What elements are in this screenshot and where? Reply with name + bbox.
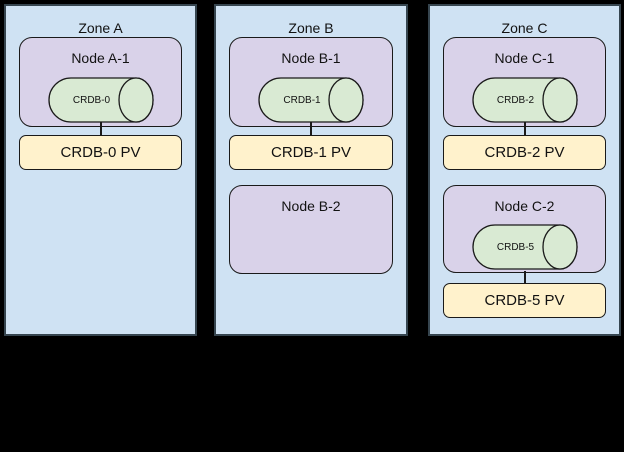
node-a-1: Node A-1 CRDB-0 <box>19 37 182 127</box>
crdb-5-pv-label: CRDB-5 PV <box>484 292 565 309</box>
crdb-2-pv-label: CRDB-2 PV <box>484 144 565 161</box>
crdb-0-pv-label: CRDB-0 PV <box>60 144 141 161</box>
node-b-1-label: Node B-1 <box>281 50 341 66</box>
database-cylinder-icon <box>47 77 154 123</box>
crdb-5-label: CRDB-5 <box>496 241 535 253</box>
crdb-0-pv: CRDB-0 PV <box>19 135 182 170</box>
crdb-5-pod: CRDB-5 <box>471 224 578 270</box>
crdb-1-pv-label: CRDB-1 PV <box>270 144 352 161</box>
connector-line <box>523 122 526 135</box>
zone-a-label: Zone A <box>78 20 123 36</box>
node-c-1-label: Node C-1 <box>494 50 555 66</box>
connector-line <box>523 271 526 283</box>
node-c-1: Node C-1 CRDB-2 <box>443 37 606 127</box>
crdb-1-pv: CRDB-1 PV <box>229 135 393 170</box>
zone-b-label: Zone B <box>288 20 334 36</box>
crdb-2-label: CRDB-2 <box>496 94 535 106</box>
database-cylinder-icon <box>471 224 578 270</box>
node-c-2: Node C-2 CRDB-5 <box>443 185 606 273</box>
node-b-2-label: Node B-2 <box>281 198 341 214</box>
zone-c: Zone C Node C-1 CRDB-2 CRDB-2 PV Node C-… <box>428 4 621 336</box>
crdb-0-pod: CRDB-0 <box>47 77 154 123</box>
node-a-1-label: Node A-1 <box>71 50 130 66</box>
crdb-5-pv: CRDB-5 PV <box>443 283 606 318</box>
zone-a: Zone A Node A-1 CRDB-0 CRDB-0 PV <box>4 4 197 336</box>
zone-b: Zone B Node B-1 CRDB-1 CRDB-1 PV Node B-… <box>214 4 408 336</box>
node-c-2-label: Node C-2 <box>494 198 555 214</box>
zone-c-label: Zone C <box>501 20 548 36</box>
connector-line <box>99 122 102 135</box>
crdb-1-pod: CRDB-1 <box>258 77 364 123</box>
crdb-2-pod: CRDB-2 <box>471 77 578 123</box>
crdb-2-pv: CRDB-2 PV <box>443 135 606 170</box>
crdb-1-label: CRDB-1 <box>283 94 321 106</box>
connector-line <box>310 122 312 135</box>
node-b-1: Node B-1 CRDB-1 <box>229 37 393 127</box>
node-b-2: Node B-2 <box>229 185 393 274</box>
database-cylinder-icon <box>471 77 578 123</box>
database-cylinder-icon <box>258 77 364 123</box>
crdb-0-label: CRDB-0 <box>72 94 111 106</box>
